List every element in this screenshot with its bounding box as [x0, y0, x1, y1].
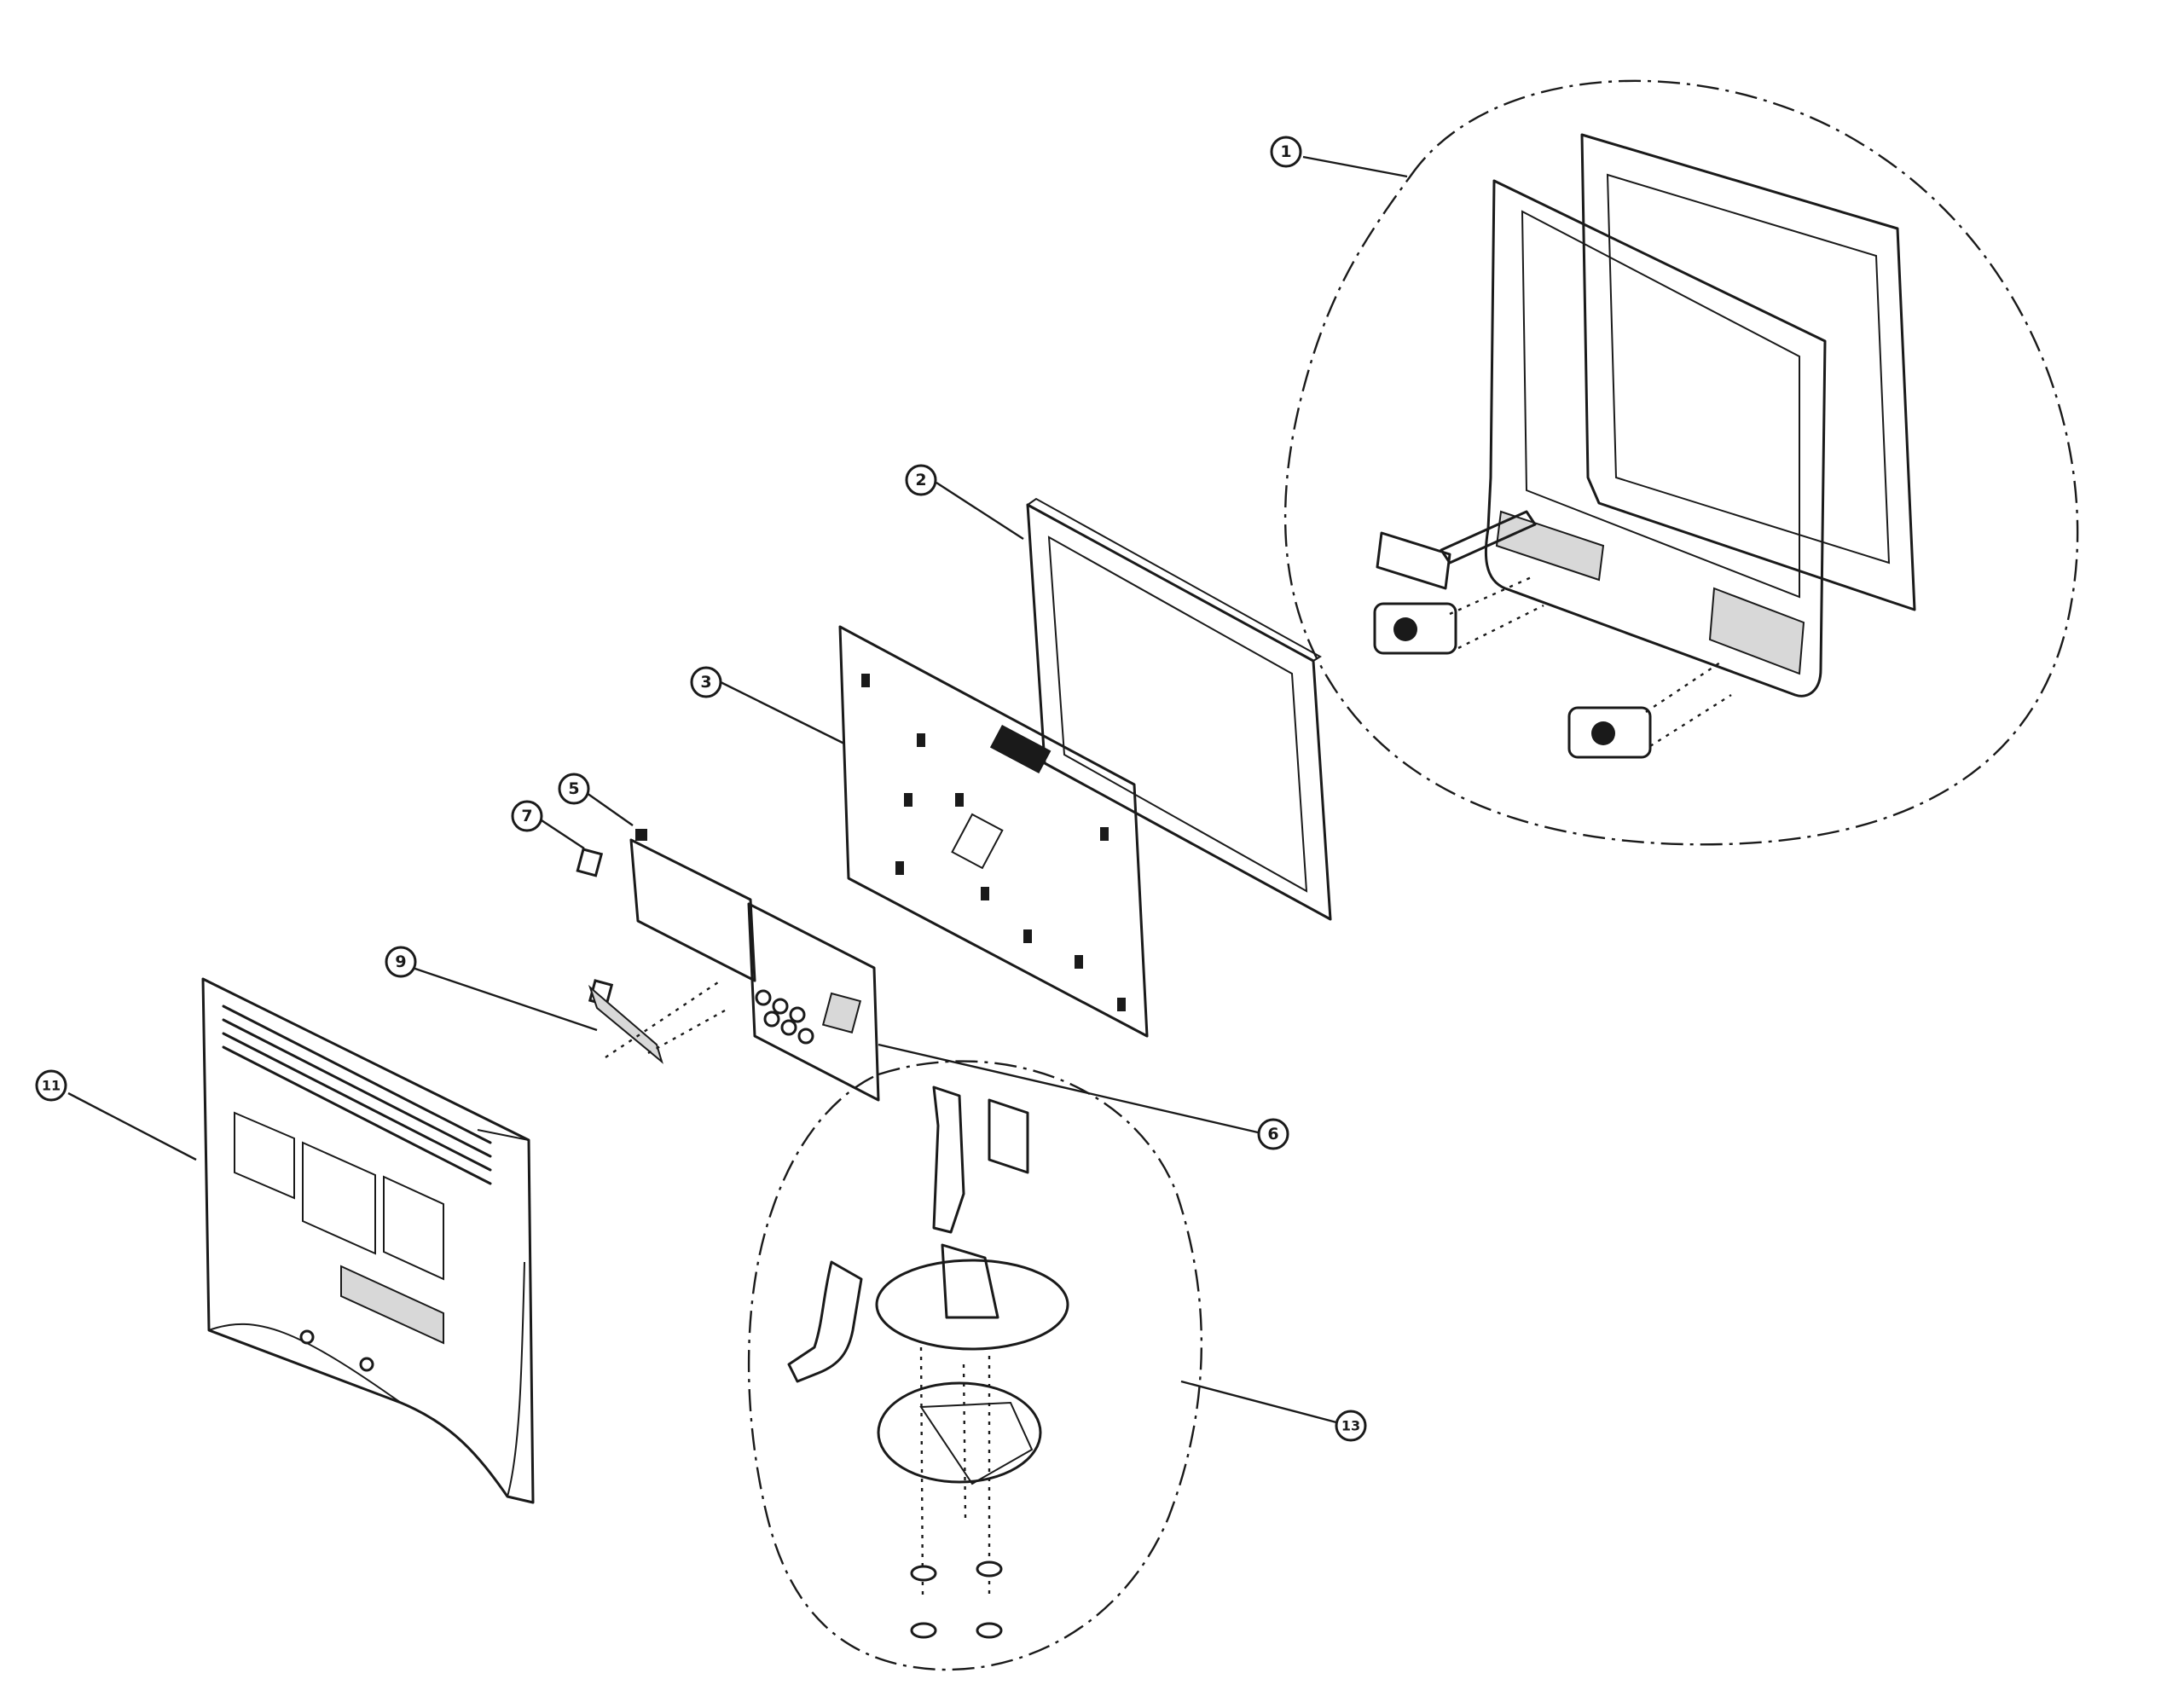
stand-foot-1	[910, 1565, 937, 1582]
left-speaker-cone	[1393, 617, 1417, 641]
stand-foot-2	[976, 1560, 1003, 1578]
front-bezel-frame	[1484, 179, 1827, 698]
stand-neck	[941, 1243, 999, 1319]
stand-screw-guides	[919, 1346, 991, 1595]
stand-assembly-group	[747, 1060, 1202, 1671]
back-cover-port-2	[359, 1357, 374, 1372]
lcd-panel-edge	[1027, 497, 1322, 662]
rear-bezel-frame	[1580, 133, 1916, 611]
callout-9-label: 9	[395, 952, 406, 971]
lcd-panel-screen	[1047, 536, 1308, 893]
bezel-speaker-housing-right	[1708, 587, 1805, 675]
stand-neck-cover	[787, 1260, 863, 1383]
stand-base-disc	[875, 1259, 1069, 1351]
board-shield-part	[629, 829, 756, 982]
stand-bottom-plate	[877, 1381, 1042, 1484]
back-cover-panel-right	[383, 1175, 444, 1281]
back-cover-vents	[222, 1005, 492, 1185]
speaker-bracket	[1376, 531, 1451, 590]
back-cover-outline	[201, 977, 535, 1504]
callout-6-label: 6	[1267, 1125, 1278, 1143]
leader-9	[407, 964, 598, 1032]
back-cover-side	[477, 1129, 530, 1497]
chassis-shield-part	[838, 625, 1149, 1038]
callout-13: 13	[1335, 1410, 1367, 1442]
callout-2: 2	[905, 464, 937, 496]
leader-1	[1302, 155, 1408, 178]
main-board-connectors	[755, 989, 814, 1045]
speaker-mount-guide-right	[1645, 660, 1732, 748]
chassis-shield-outline	[838, 625, 1149, 1038]
main-board-outline	[747, 902, 880, 1102]
back-cover-panel-left	[234, 1111, 295, 1200]
speaker-mount-guide-left	[1449, 574, 1544, 650]
lcd-panel-part	[1026, 497, 1332, 921]
main-board-chip	[821, 992, 862, 1033]
leader-lines	[67, 155, 1408, 1424]
front-bezel-assembly-boundary	[1283, 79, 2079, 846]
callout-13-label: 13	[1341, 1418, 1360, 1434]
callout-11: 11	[35, 1069, 67, 1102]
front-bezel-assembly-group	[1283, 79, 2079, 846]
main-board-part	[747, 902, 880, 1102]
lcd-panel-outline	[1026, 503, 1332, 921]
cable-part	[588, 980, 726, 1064]
speaker-bracket-tab	[1440, 510, 1537, 565]
right-speaker-cone	[1591, 721, 1615, 745]
stand-assembly-boundary	[747, 1060, 1202, 1671]
front-bezel-window	[1521, 210, 1800, 599]
back-cover-port-1	[299, 1329, 315, 1345]
stand-hinge-plate-right	[988, 1098, 1029, 1174]
callout-9: 9	[385, 946, 417, 978]
leader-5	[586, 792, 634, 826]
chassis-cutout-upper	[989, 725, 1052, 774]
callout-11-label: 11	[42, 1078, 61, 1094]
callout-3: 3	[690, 666, 722, 698]
back-cover-bottom-edge	[208, 1323, 402, 1404]
callout-6: 6	[1257, 1118, 1289, 1150]
back-cover-panel-center	[302, 1141, 376, 1255]
callout-5-label: 5	[568, 779, 579, 798]
cable-9	[588, 984, 663, 1064]
stand-hinge-arm	[932, 1086, 965, 1234]
board-shield-clip	[635, 829, 647, 841]
callout-5: 5	[558, 773, 590, 805]
chassis-mount-tabs	[861, 674, 1126, 1011]
clip-7	[576, 848, 604, 877]
callout-1-label: 1	[1280, 142, 1291, 161]
bezel-speaker-housing-left	[1495, 510, 1605, 582]
callout-1: 1	[1270, 136, 1302, 168]
callout-2-label: 2	[915, 471, 926, 489]
leader-2	[936, 481, 1024, 541]
chassis-cutout-center	[951, 813, 1004, 870]
clip-part	[576, 848, 614, 1007]
stand-foot-4	[976, 1622, 1003, 1639]
leader-7	[541, 819, 585, 850]
leader-6	[878, 1043, 1259, 1134]
back-cover-part	[201, 977, 535, 1504]
callout-3-label: 3	[700, 673, 711, 692]
leader-11	[67, 1091, 197, 1161]
leader-3	[720, 680, 845, 745]
leader-13	[1180, 1380, 1337, 1424]
rear-bezel-window	[1606, 173, 1891, 565]
callout-7: 7	[511, 800, 543, 832]
stand-foot-3	[910, 1622, 937, 1639]
cable-route-guide	[605, 980, 726, 1058]
board-shield-outline	[629, 838, 756, 982]
stand-bottom-plate-bracket	[919, 1401, 1034, 1485]
callout-7-label: 7	[521, 807, 532, 825]
back-cover-io-panel	[340, 1265, 444, 1345]
